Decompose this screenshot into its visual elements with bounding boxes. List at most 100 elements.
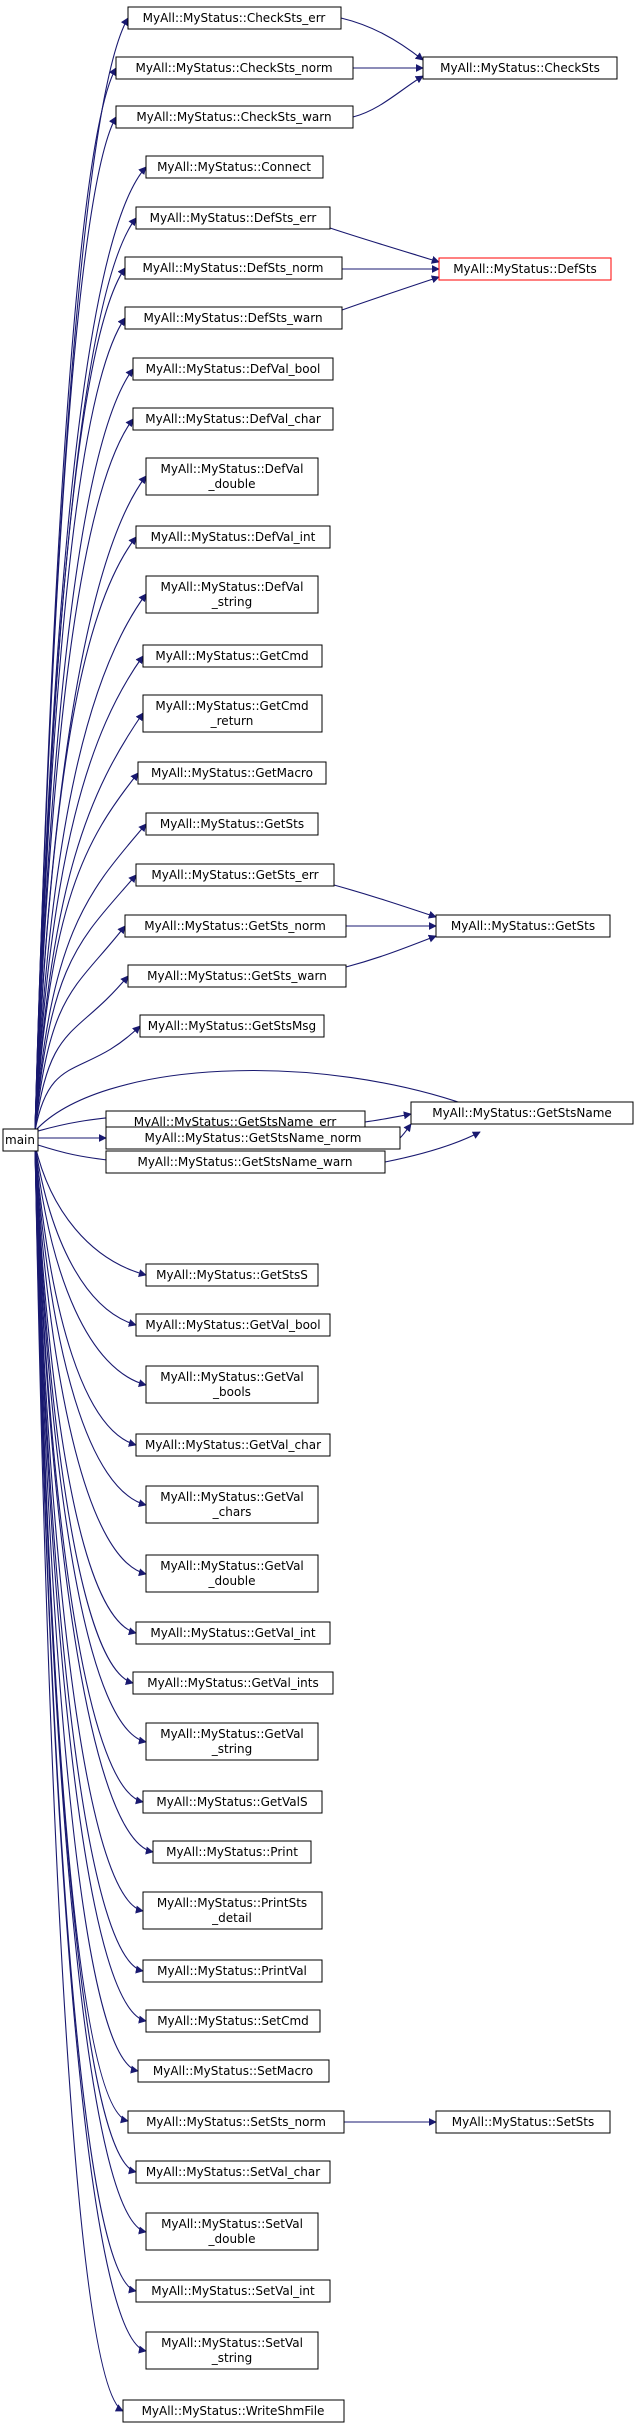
node-checksts-err-label: MyAll::MyStatus::CheckSts_err bbox=[143, 11, 326, 25]
node-getcmd-label: MyAll::MyStatus::GetCmd bbox=[155, 649, 308, 663]
node-getval-bools-label-1: MyAll::MyStatus::GetVal bbox=[160, 1370, 304, 1384]
node-setsts[interactable]: MyAll::MyStatus::SetSts bbox=[435, 2110, 611, 2134]
node-getval-chars[interactable]: MyAll::MyStatus::GetVal _chars bbox=[145, 1485, 319, 1524]
edge-main-defsts-warn bbox=[34, 317, 126, 1132]
edge-main-print bbox=[34, 1144, 154, 1855]
node-defsts-norm[interactable]: MyAll::MyStatus::DefSts_norm bbox=[124, 256, 343, 280]
edge-main-getval-chars bbox=[34, 1144, 147, 1507]
edge-main-getstss bbox=[34, 1144, 147, 1277]
node-printsts-detail[interactable]: MyAll::MyStatus::PrintSts _detail bbox=[142, 1891, 323, 1930]
node-connect[interactable]: MyAll::MyStatus::Connect bbox=[145, 155, 324, 179]
node-defsts-err-label: MyAll::MyStatus::DefSts_err bbox=[150, 211, 317, 225]
edge-main-getcmd-return bbox=[34, 712, 144, 1132]
node-setcmd-label: MyAll::MyStatus::SetCmd bbox=[157, 2014, 309, 2028]
edge-main-getsts bbox=[34, 823, 147, 1132]
node-getval-double-label-2: _double bbox=[208, 1574, 256, 1588]
node-print[interactable]: MyAll::MyStatus::Print bbox=[152, 1840, 312, 1864]
edge-main-getval-bool bbox=[34, 1144, 137, 1327]
node-checksts-norm-label: MyAll::MyStatus::CheckSts_norm bbox=[135, 61, 332, 75]
node-getsts-warn-label: MyAll::MyStatus::GetSts_warn bbox=[147, 969, 327, 983]
node-setval-char-label: MyAll::MyStatus::SetVal_char bbox=[146, 2165, 320, 2179]
node-checksts[interactable]: MyAll::MyStatus::CheckSts bbox=[422, 56, 618, 80]
node-getvals[interactable]: MyAll::MyStatus::GetValS bbox=[142, 1790, 323, 1814]
edge-getstsname-err-getstsname bbox=[364, 1111, 412, 1123]
node-getstsname-norm-label: MyAll::MyStatus::GetStsName_norm bbox=[145, 1131, 362, 1145]
node-defsts-warn[interactable]: MyAll::MyStatus::DefSts_warn bbox=[124, 306, 343, 330]
edge-main-getval-double bbox=[34, 1144, 147, 1577]
node-getstsname-warn[interactable]: MyAll::MyStatus::GetStsName_warn bbox=[105, 1150, 386, 1174]
edges bbox=[34, 17, 481, 2412]
edge-main-printsts-detail bbox=[34, 1144, 144, 1914]
node-setval-int-label: MyAll::MyStatus::SetVal_int bbox=[151, 2284, 315, 2298]
edge-getsts-warn-getsts bbox=[345, 934, 437, 968]
node-setval-string[interactable]: MyAll::MyStatus::SetVal _string bbox=[145, 2331, 319, 2370]
edge-getstsname-warn-getstsname bbox=[384, 1131, 481, 1163]
node-getsts-target-label: MyAll::MyStatus::GetSts bbox=[451, 919, 595, 933]
node-getval-string[interactable]: MyAll::MyStatus::GetVal _string bbox=[145, 1722, 319, 1761]
node-getval-bools[interactable]: MyAll::MyStatus::GetVal _bools bbox=[145, 1365, 319, 1404]
node-getcmd-return-label-2: _return bbox=[210, 714, 254, 728]
node-setval-char[interactable]: MyAll::MyStatus::SetVal_char bbox=[135, 2160, 331, 2184]
node-getstsmsg[interactable]: MyAll::MyStatus::GetStsMsg bbox=[139, 1014, 325, 1038]
node-getval-int-label: MyAll::MyStatus::GetVal_int bbox=[150, 1626, 315, 1640]
node-getsts-norm[interactable]: MyAll::MyStatus::GetSts_norm bbox=[124, 914, 347, 938]
node-getsts[interactable]: MyAll::MyStatus::GetSts bbox=[145, 812, 319, 836]
edge-main-getval-bools bbox=[34, 1144, 147, 1387]
node-defsts-label: MyAll::MyStatus::DefSts bbox=[453, 262, 597, 276]
edge-getstsname-norm-getstsname bbox=[399, 1123, 412, 1139]
node-printval-label: MyAll::MyStatus::PrintVal bbox=[157, 1964, 307, 1978]
node-getcmd-return[interactable]: MyAll::MyStatus::GetCmd _return bbox=[142, 694, 323, 733]
node-checksts-err[interactable]: MyAll::MyStatus::CheckSts_err bbox=[127, 6, 342, 30]
node-getval-bools-label-2: _bools bbox=[212, 1385, 251, 1399]
node-defval-string[interactable]: MyAll::MyStatus::DefVal _string bbox=[145, 575, 319, 614]
node-defval-int[interactable]: MyAll::MyStatus::DefVal_int bbox=[135, 525, 331, 549]
node-main-label: main bbox=[5, 1133, 35, 1147]
node-getsts-warn[interactable]: MyAll::MyStatus::GetSts_warn bbox=[127, 964, 347, 988]
edge-main-getval-string bbox=[34, 1144, 147, 1745]
node-defsts-err[interactable]: MyAll::MyStatus::DefSts_err bbox=[135, 206, 331, 230]
node-defval-double[interactable]: MyAll::MyStatus::DefVal _double bbox=[145, 457, 319, 496]
node-setsts-norm[interactable]: MyAll::MyStatus::SetSts_norm bbox=[127, 2110, 345, 2134]
edge-main-setsts-norm bbox=[34, 1144, 129, 2124]
node-checksts-norm[interactable]: MyAll::MyStatus::CheckSts_norm bbox=[115, 56, 354, 80]
node-setcmd[interactable]: MyAll::MyStatus::SetCmd bbox=[145, 2009, 321, 2033]
node-setval-int[interactable]: MyAll::MyStatus::SetVal_int bbox=[135, 2279, 331, 2303]
edge-main-defval-int bbox=[34, 536, 137, 1132]
node-getval-double[interactable]: MyAll::MyStatus::GetVal _double bbox=[145, 1554, 319, 1593]
node-getstsname-norm-box[interactable]: MyAll::MyStatus::GetStsName_norm bbox=[105, 1126, 401, 1150]
node-getval-ints[interactable]: MyAll::MyStatus::GetVal_ints bbox=[132, 1671, 334, 1695]
node-defval-bool[interactable]: MyAll::MyStatus::DefVal_bool bbox=[132, 357, 334, 381]
node-printval[interactable]: MyAll::MyStatus::PrintVal bbox=[142, 1959, 323, 1983]
node-getval-char[interactable]: MyAll::MyStatus::GetVal_char bbox=[135, 1433, 331, 1457]
node-getval-ints-label: MyAll::MyStatus::GetVal_ints bbox=[147, 1676, 318, 1690]
node-defval-int-label: MyAll::MyStatus::DefVal_int bbox=[151, 530, 316, 544]
edge-main-defsts-err bbox=[34, 217, 137, 1132]
node-defval-char[interactable]: MyAll::MyStatus::DefVal_char bbox=[132, 407, 334, 431]
node-getstss[interactable]: MyAll::MyStatus::GetStsS bbox=[145, 1263, 319, 1287]
node-defsts-warn-label: MyAll::MyStatus::DefSts_warn bbox=[143, 311, 322, 325]
node-getcmd[interactable]: MyAll::MyStatus::GetCmd bbox=[142, 644, 323, 668]
node-setsts-label: MyAll::MyStatus::SetSts bbox=[452, 2115, 594, 2129]
edge-main-setval-double bbox=[34, 1144, 147, 2235]
node-setval-string-label-2: _string bbox=[211, 2351, 252, 2365]
node-defval-string-label-1: MyAll::MyStatus::DefVal bbox=[160, 580, 303, 594]
node-writeshmfile[interactable]: MyAll::MyStatus::WriteShmFile bbox=[122, 2399, 345, 2423]
edge-main-getval-ints bbox=[34, 1144, 134, 1685]
node-defsts[interactable]: MyAll::MyStatus::DefSts bbox=[438, 257, 612, 281]
edge-defsts-err-defsts bbox=[329, 227, 440, 264]
node-main[interactable]: main bbox=[2, 1128, 39, 1152]
node-checksts-warn[interactable]: MyAll::MyStatus::CheckSts_warn bbox=[115, 105, 354, 129]
node-getsts-target[interactable]: MyAll::MyStatus::GetSts bbox=[435, 914, 611, 938]
node-getmacro[interactable]: MyAll::MyStatus::GetMacro bbox=[137, 761, 327, 785]
edge-main-setval-string bbox=[34, 1144, 147, 2354]
node-getval-char-label: MyAll::MyStatus::GetVal_char bbox=[145, 1438, 321, 1452]
node-getval-int[interactable]: MyAll::MyStatus::GetVal_int bbox=[135, 1621, 331, 1645]
node-getsts-err[interactable]: MyAll::MyStatus::GetSts_err bbox=[135, 863, 335, 887]
node-getval-bool[interactable]: MyAll::MyStatus::GetVal_bool bbox=[135, 1313, 331, 1337]
node-getstsname[interactable]: MyAll::MyStatus::GetStsName bbox=[410, 1101, 634, 1125]
node-setmacro[interactable]: MyAll::MyStatus::SetMacro bbox=[137, 2059, 330, 2083]
node-printsts-detail-label-1: MyAll::MyStatus::PrintSts bbox=[157, 1896, 307, 1910]
node-getcmd-return-label-1: MyAll::MyStatus::GetCmd bbox=[155, 699, 308, 713]
node-setval-double[interactable]: MyAll::MyStatus::SetVal _double bbox=[145, 2212, 319, 2251]
